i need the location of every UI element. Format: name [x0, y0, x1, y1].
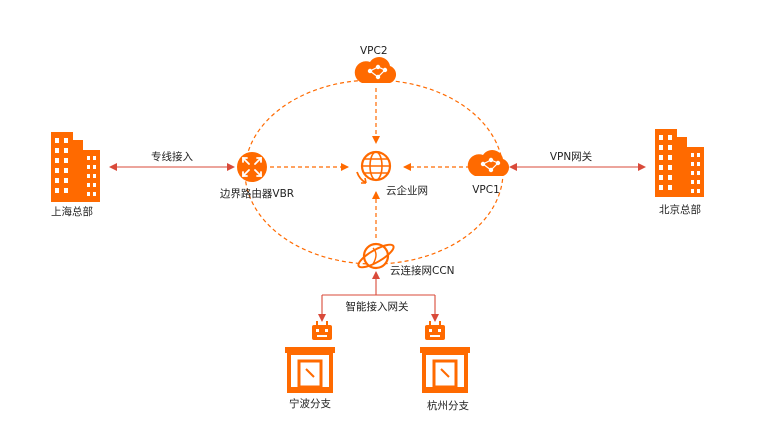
- vpc1-label: VPC1: [472, 184, 500, 196]
- cen-label: 云企业网: [386, 185, 428, 197]
- cloud-icon: [354, 57, 397, 83]
- planet-icon: [357, 242, 395, 270]
- beijing-hq-label: 北京总部: [659, 204, 701, 216]
- storefront-icon: [420, 347, 470, 393]
- globe-network-icon: [356, 150, 392, 184]
- office-building-icon: [51, 132, 100, 202]
- gateway-device-icon: [425, 321, 445, 340]
- cloud-icon: [467, 150, 510, 176]
- vpc2-label: VPC2: [360, 45, 388, 57]
- leased-line-label: 专线接入: [151, 151, 193, 163]
- router-icon: [237, 152, 267, 182]
- vpn-gateway-label: VPN网关: [549, 151, 593, 163]
- ccn-label: 云连接网CCN: [390, 265, 455, 277]
- smart-access-gateway-label: 智能接入网关: [345, 301, 409, 313]
- storefront-icon: [285, 347, 335, 393]
- vbr-label: 边界路由器VBR: [219, 188, 295, 200]
- hangzhou-branch-label: 杭州分支: [427, 400, 469, 412]
- office-building-icon: [655, 129, 704, 197]
- shanghai-hq-label: 上海总部: [51, 206, 93, 218]
- cen-ring: [244, 79, 504, 265]
- ningbo-branch-label: 宁波分支: [289, 398, 331, 410]
- gateway-device-icon: [312, 321, 332, 340]
